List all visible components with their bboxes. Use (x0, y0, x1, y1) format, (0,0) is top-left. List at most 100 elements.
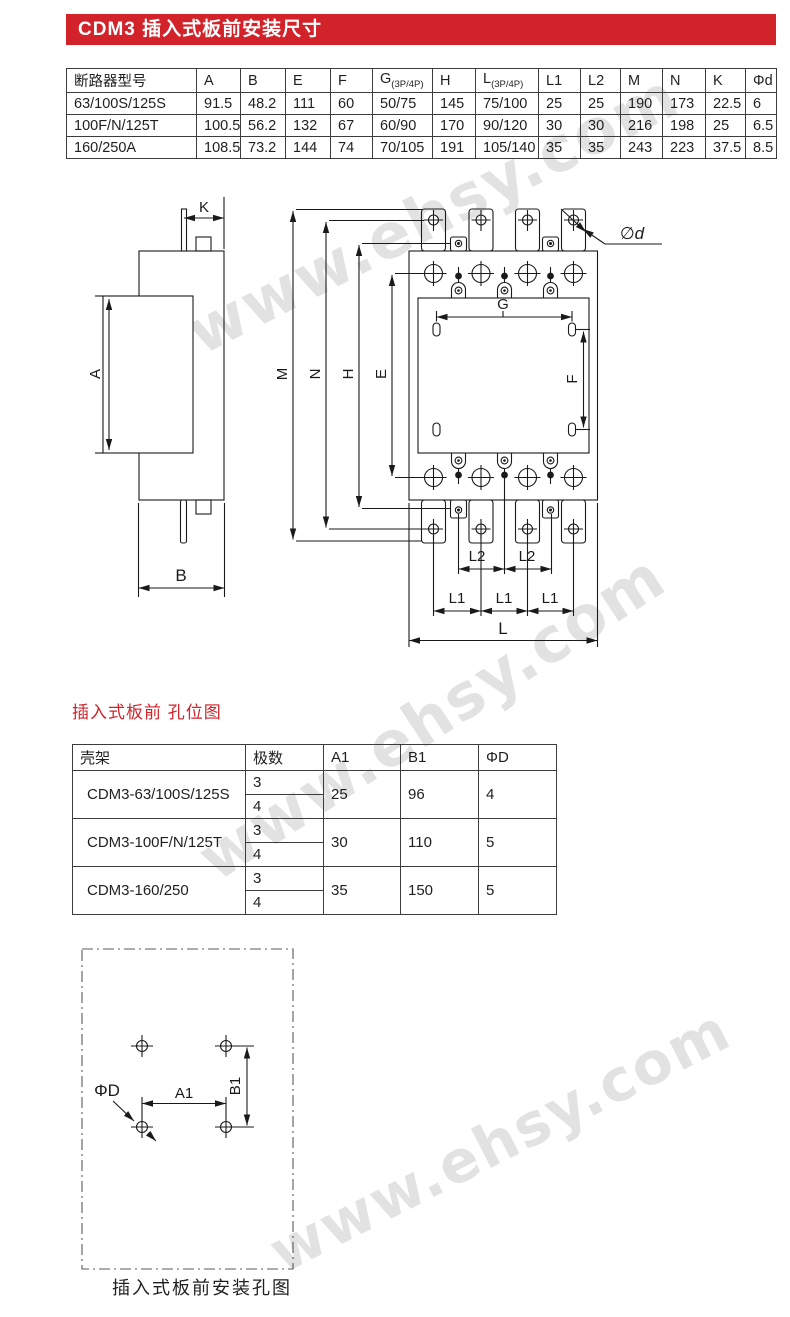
cell: 111 (285, 92, 331, 115)
section-title: 插入式板前 孔位图 (72, 703, 222, 722)
height-dimensions: M N H E (274, 208, 450, 542)
cell: 50/75 (372, 92, 433, 115)
hole-position-table: 壳架 极数 A1 B1 ΦD CDM3-63/100S/125S 3 25 96… (72, 744, 557, 915)
cell: 90/120 (475, 114, 539, 137)
cell: 48.2 (240, 92, 286, 115)
header-cell: F (330, 68, 373, 93)
cell: 70/105 (372, 136, 433, 159)
breaker-cover-outline (417, 297, 590, 454)
cell: 5 (478, 866, 557, 915)
header-cell: 断路器型号 (66, 68, 197, 93)
header-cell: H (432, 68, 476, 93)
cell: 22.5 (705, 92, 746, 115)
table-row: 4 (73, 794, 557, 819)
cell: 4 (245, 842, 324, 867)
cell: 4 (478, 770, 557, 819)
phi-d-callout: ∅d (560, 208, 662, 245)
cell: 75/100 (475, 92, 539, 115)
cell: 198 (662, 114, 706, 137)
dim-label-F: F (564, 374, 581, 383)
dim-label-L1: L1 (542, 590, 559, 607)
dim-label-M: M (274, 368, 291, 381)
top-terminal-holes (420, 261, 587, 298)
header-cell: 极数 (245, 744, 324, 771)
cell: 4 (245, 890, 324, 915)
mounting-holes (131, 1035, 237, 1138)
cell: 5 (478, 818, 557, 867)
side-view-drawing: K A B (87, 197, 226, 597)
dim-label-H: H (340, 369, 357, 380)
cell: 216 (620, 114, 663, 137)
cell: 30 (538, 114, 581, 137)
panel-outline (81, 948, 294, 1270)
dim-label-phi-D: ΦD (94, 1081, 120, 1100)
breaker-body-outline (408, 250, 599, 501)
dim-label-B1: B1 (227, 1077, 244, 1095)
l-dimension: L (408, 503, 599, 647)
header-cell: Φd (745, 68, 777, 93)
cell: 67 (330, 114, 373, 137)
watermark-text: www.ehsy.com (258, 995, 742, 1287)
cell: 25 (580, 92, 621, 115)
cell: 37.5 (705, 136, 746, 159)
cell: 73.2 (240, 136, 286, 159)
cell: 63/100S/125S (66, 92, 197, 115)
cell: 170 (432, 114, 476, 137)
bottom-terminal-tabs (420, 499, 587, 544)
dim-label-L1: L1 (496, 590, 513, 607)
header-cell: 壳架 (72, 744, 246, 771)
header-cell: B (240, 68, 286, 93)
header-cell: G(3P/4P) (372, 68, 433, 93)
cell: 6 (745, 92, 777, 115)
l1-dimensions: L1 L1 L1 (432, 535, 575, 616)
cell: 223 (662, 136, 706, 159)
table-row: CDM3-100F/N/125T 3 30 110 5 (72, 818, 557, 867)
dim-label-E: E (373, 369, 390, 379)
cover-mounting-slots (432, 322, 577, 437)
table-row: 63/100S/125S 91.5 48.2 111 60 50/75 145 … (66, 92, 777, 115)
table-row: CDM3-63/100S/125S 3 25 96 4 (72, 770, 557, 819)
cell: 3 (245, 866, 324, 891)
cell: CDM3-160/250 (72, 866, 246, 915)
cell: 74 (330, 136, 373, 159)
cell: 35 (323, 866, 401, 915)
hole-diagram-caption: 插入式板前安装孔图 (112, 1278, 292, 1298)
cell: 100F/N/125T (66, 114, 197, 137)
table-row: 4 (73, 890, 557, 915)
dim-label-L: L (498, 619, 507, 638)
cell: 96 (400, 770, 479, 819)
table-row: 4 (73, 842, 557, 867)
cell: 3 (245, 818, 324, 843)
cell: 25 (538, 92, 581, 115)
mounting-dimension-drawing: K A B (87, 197, 662, 647)
cell: 8.5 (745, 136, 777, 159)
cell: 56.2 (240, 114, 286, 137)
dim-label-B: B (175, 566, 186, 585)
dim-label-A1: A1 (175, 1085, 193, 1102)
cell: 91.5 (196, 92, 241, 115)
cell: 191 (432, 136, 476, 159)
dim-label-phi-d: ∅d (620, 224, 645, 243)
cell: 132 (285, 114, 331, 137)
bottom-terminal-holes (420, 453, 587, 490)
header-cell: ΦD (478, 744, 557, 771)
cell: 3 (245, 770, 324, 795)
header-cell: K (705, 68, 746, 93)
cell: CDM3-63/100S/125S (72, 770, 246, 819)
top-terminal-tabs (420, 208, 587, 252)
dim-label-L1: L1 (449, 590, 466, 607)
header-cell: N (662, 68, 706, 93)
dim-label-A: A (87, 369, 104, 379)
table-row: 100F/N/125T 100.5 56.2 132 67 60/90 170 … (66, 114, 777, 137)
section-header-bar: CDM3 插入式板前安装尺寸 (66, 14, 776, 45)
cell: 105/140 (475, 136, 539, 159)
cell: 60/90 (372, 114, 433, 137)
cell: 35 (580, 136, 621, 159)
cell: 100.5 (196, 114, 241, 137)
dim-label-L2: L2 (469, 548, 486, 565)
b1-dimension: B1 (227, 1045, 254, 1128)
cell: 173 (662, 92, 706, 115)
header-cell: L(3P/4P) (475, 68, 539, 93)
a1-dimension: A1 (141, 1085, 227, 1116)
page-title: CDM3 插入式板前安装尺寸 (78, 19, 323, 40)
